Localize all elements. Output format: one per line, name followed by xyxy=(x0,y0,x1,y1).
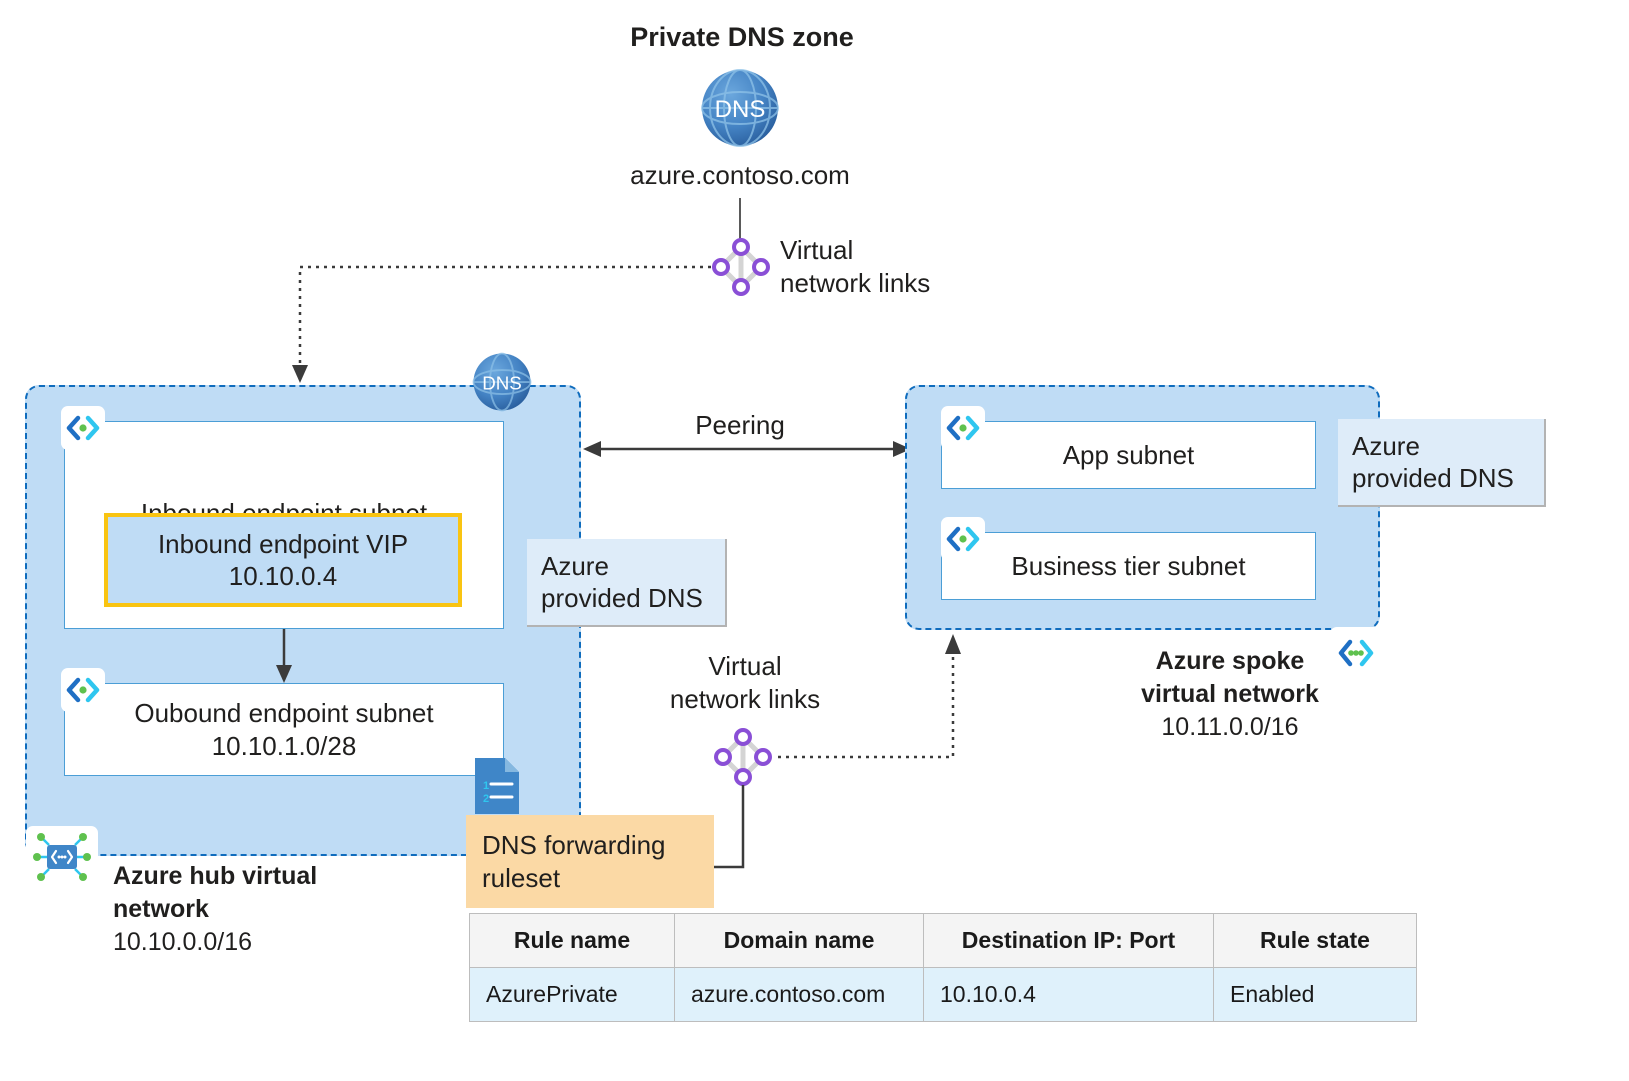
spoke-azure-provided-dns-callout: Azure provided DNS xyxy=(1338,419,1546,507)
hub-dns-badge-icon: DNS xyxy=(472,352,532,412)
spoke-network-label: Azure spoke virtual network 10.11.0.0/16 xyxy=(1020,645,1440,742)
svg-text:2: 2 xyxy=(483,793,489,805)
svg-text:DNS: DNS xyxy=(482,373,522,394)
outbound-endpoint-subnet: Oubound endpoint subnet 10.10.1.0/28 xyxy=(64,683,504,776)
hub-network-label: Azure hub virtual network 10.10.0.0/16 xyxy=(113,860,443,957)
outbound-subnet-label: Oubound endpoint subnet 10.10.1.0/28 xyxy=(134,697,433,762)
app-subnet-name: App subnet xyxy=(1062,439,1195,470)
link-to-hub-connector xyxy=(292,265,711,383)
vnet-links-label-line1: Virtual xyxy=(780,235,854,265)
svg-text:DNS: DNS xyxy=(715,96,766,123)
vip-label: Inbound endpoint VIP 10.10.0.4 xyxy=(158,528,408,593)
peering-label: Peering xyxy=(695,410,785,440)
spoke-name-line2: virtual network xyxy=(1141,679,1319,708)
spoke-name-line1: Azure spoke xyxy=(1155,647,1305,675)
spoke-callout-line1: Azure xyxy=(1352,430,1420,461)
hub-callout-line1: Azure xyxy=(541,550,609,581)
subnet-icon xyxy=(61,406,105,450)
subnet-icon xyxy=(941,406,985,450)
spoke-address-space: 10.11.0.0/16 xyxy=(1161,713,1299,741)
outbound-subnet-cidr: 10.10.1.0/28 xyxy=(211,730,357,761)
ruleset-callout-line2: ruleset xyxy=(482,862,561,893)
document-list-icon: 1 2 xyxy=(472,755,522,817)
ruleset-callout-line1: DNS forwarding xyxy=(482,830,666,860)
vip-name: Inbound endpoint VIP xyxy=(157,528,409,559)
private-dns-zone-name: azure.contoso.com xyxy=(630,160,850,190)
hub-azure-provided-dns-callout: Azure provided DNS xyxy=(527,539,727,627)
hub-name-line1: Azure hub virtual xyxy=(113,862,318,890)
column-header-domain-name: Domain name xyxy=(674,913,924,968)
virtual-network-link-icon xyxy=(713,727,773,787)
link-to-ruleset-connector xyxy=(700,785,745,869)
inbound-endpoint-vip-box: Inbound endpoint VIP 10.10.0.4 xyxy=(104,513,462,607)
virtual-network-link-icon xyxy=(711,237,771,297)
virtual-network-links-label-top: Virtual network links xyxy=(780,234,1040,301)
column-header-rule-name: Rule name xyxy=(469,913,675,968)
peering-arrow xyxy=(583,441,911,457)
subnet-icon xyxy=(61,668,105,712)
svg-text:1: 1 xyxy=(483,780,489,792)
vip-address: 10.10.0.4 xyxy=(228,561,338,591)
cell-rule-state: Enabled xyxy=(1213,967,1417,1022)
table-header-row: Rule name Domain name Destination IP: Po… xyxy=(469,913,1417,968)
virtual-network-icon xyxy=(26,826,98,888)
business-tier-subnet: Business tier subnet xyxy=(941,532,1316,600)
hub-name-line2: network xyxy=(113,894,209,923)
vnet-links-label-line2: network links xyxy=(780,268,931,299)
table-row: AzurePrivate azure.contoso.com 10.10.0.4… xyxy=(469,967,1417,1022)
dns-forwarding-rules-table: Rule name Domain name Destination IP: Po… xyxy=(469,913,1417,1022)
inbound-to-outbound-arrow xyxy=(276,629,292,683)
cell-rule-name: AzurePrivate xyxy=(469,967,675,1022)
business-tier-subnet-name: Business tier subnet xyxy=(1011,550,1246,581)
virtual-network-links-label-bottom: Virtual network links xyxy=(630,650,860,717)
zone-to-link-connector xyxy=(739,198,741,246)
outbound-subnet-name: Oubound endpoint subnet xyxy=(134,698,434,728)
spoke-callout-line2: provided DNS xyxy=(1352,463,1514,493)
hub-address-space: 10.10.0.0/16 xyxy=(113,928,253,956)
column-header-destination-ip-port: Destination IP: Port xyxy=(923,913,1214,968)
dns-globe-icon: DNS xyxy=(700,68,780,148)
virtual-network-icon xyxy=(1330,627,1382,679)
cell-destination-ip-port: 10.10.0.4 xyxy=(923,967,1214,1022)
vnet-links-label-bottom-line1: Virtual xyxy=(708,651,782,681)
cell-domain-name: azure.contoso.com xyxy=(674,967,924,1022)
hub-callout-line2: provided DNS xyxy=(541,583,703,613)
column-header-rule-state: Rule state xyxy=(1213,913,1417,968)
vnet-links-label-bottom-line2: network links xyxy=(669,684,821,715)
page-title: Private DNS zone xyxy=(630,22,854,52)
subnet-icon xyxy=(941,517,985,561)
dns-forwarding-ruleset-callout: DNS forwarding ruleset xyxy=(466,815,714,908)
link-to-spoke-connector xyxy=(778,634,961,759)
app-subnet: App subnet xyxy=(941,421,1316,489)
